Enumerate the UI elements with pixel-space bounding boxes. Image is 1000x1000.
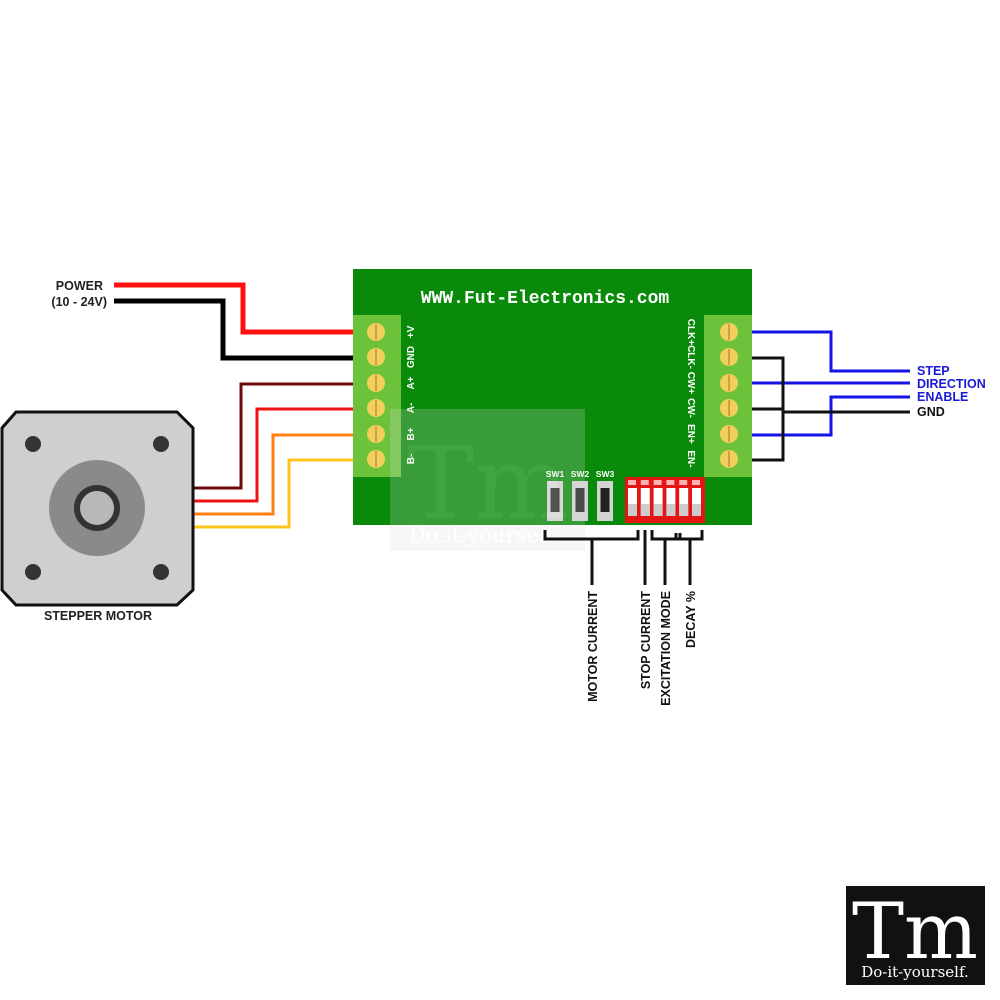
dip-switch-key[interactable] [666, 480, 676, 516]
slide-switch-label: SW2 [571, 469, 590, 479]
right-terminal-label: EN+ [685, 424, 696, 444]
left-terminal-screw [367, 425, 385, 443]
left-terminal-label: A+ [406, 376, 417, 389]
left-terminal-screw [367, 399, 385, 417]
stepper-motor-label: STEPPER MOTOR [44, 609, 152, 623]
mount-hole [153, 436, 169, 452]
dip-switch-key[interactable] [653, 480, 663, 516]
mount-hole [25, 436, 41, 452]
board-url: WWW.Fut-Electronics.com [421, 289, 670, 309]
right-terminal-block [704, 315, 752, 477]
gnd-label: GND [917, 405, 945, 419]
motor-wires [193, 382, 355, 529]
right-terminal-label: EN- [685, 450, 696, 467]
slide-switch[interactable]: SW2 [571, 469, 590, 521]
step-wire [752, 330, 910, 373]
watermark-tagline: Do-it-yourself. [409, 523, 560, 547]
dip-switch-key[interactable] [628, 480, 637, 516]
motor-shaft [74, 485, 120, 531]
watermark-panel [390, 409, 585, 551]
stop-current-label: STOP CURRENT [639, 591, 653, 690]
left-terminal-label: GND [406, 346, 417, 368]
motor-current-label: MOTOR CURRENT [586, 591, 600, 702]
left-terminal-screw [367, 348, 385, 366]
stepper-motor [0, 410, 195, 607]
dip-switch-keys [628, 480, 701, 516]
left-terminal-labels: +V GND A+ A- B+ B- [406, 325, 417, 464]
callout-lines [543, 530, 704, 585]
right-terminal-screw [720, 425, 738, 443]
right-terminal-screw [720, 399, 738, 417]
right-terminal-label: CLK+ [685, 319, 696, 346]
slide-switch-label: SW1 [546, 469, 565, 479]
slide-switch[interactable]: SW3 [596, 469, 615, 521]
step-label: STEP [917, 364, 950, 378]
logo-mark: Tm [852, 887, 978, 977]
power-ground-wire [114, 298, 355, 361]
right-terminal-screw [720, 374, 738, 392]
left-terminal-screws [367, 323, 385, 468]
excitation-mode-label: EXCITATION MODE [659, 591, 673, 706]
power-voltage-label: (10 - 24V) [51, 295, 107, 309]
right-terminal-labels: CLK+CLK- CW+ CW- EN+ EN- [685, 319, 696, 468]
power-label: POWER [56, 279, 103, 293]
slide-switches: SW1 SW2 SW3 [546, 469, 615, 521]
enable-label: ENABLE [917, 390, 968, 404]
left-terminal-screw [367, 323, 385, 341]
dip-switch-key[interactable] [679, 480, 689, 516]
left-terminal-label: B+ [406, 427, 417, 440]
center-watermark: Tm Do-it-yourself. [390, 409, 585, 551]
direction-label: DIRECTION [917, 377, 986, 391]
slide-switch[interactable]: SW1 [546, 469, 565, 521]
left-terminal-label: +V [406, 325, 417, 338]
brand-logo: Tm Do-it-yourself. [846, 886, 985, 985]
signal-wires [752, 330, 910, 462]
decay-label: DECAY % [684, 591, 698, 648]
motor-wire-b-minus [193, 458, 355, 529]
dip-switch-block [625, 477, 705, 523]
left-terminal-block [353, 315, 401, 477]
watermark-logo: Tm [407, 425, 569, 542]
logo-background [846, 886, 985, 985]
motor-wire-a-minus [193, 407, 355, 503]
slide-switch-label: SW3 [596, 469, 615, 479]
right-terminal-label: CW- [685, 398, 696, 418]
right-terminal-screw [720, 348, 738, 366]
left-terminal-label: A- [406, 403, 417, 414]
power-positive-wire [114, 282, 355, 335]
dip-switch-key[interactable] [640, 480, 650, 516]
logo-tagline: Do-it-yourself. [861, 963, 969, 981]
left-terminal-screw [367, 374, 385, 392]
mount-hole [25, 564, 41, 580]
power-wires [114, 282, 355, 361]
driver-board: WWW.Fut-Electronics.com +V GND A+ A- B+ B- CL… [353, 269, 752, 525]
right-terminal-label: CLK- [685, 345, 696, 369]
enable-wire [752, 395, 910, 437]
left-terminal-label: B- [406, 454, 417, 465]
mount-hole [153, 564, 169, 580]
right-terminal-label: CW+ [685, 372, 696, 395]
right-terminal-screws [720, 323, 738, 468]
right-terminal-screw [720, 323, 738, 341]
left-terminal-screw [367, 450, 385, 468]
motor-wire-b-plus [193, 433, 355, 516]
right-terminal-screw [720, 450, 738, 468]
dip-switch-key[interactable] [692, 480, 701, 516]
motor-wire-a-plus [193, 382, 355, 490]
